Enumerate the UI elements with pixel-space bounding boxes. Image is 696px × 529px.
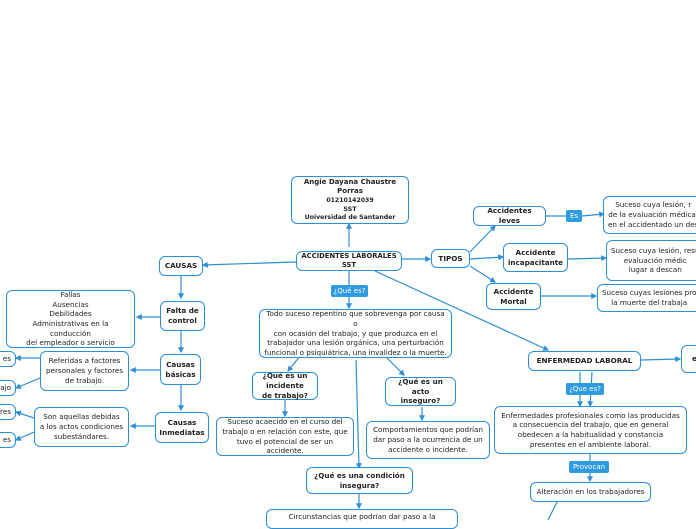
leves-desc[interactable]: Suceso cuya lesión, r de la evaluación m…: [603, 196, 696, 234]
enfermedad-laboral-node[interactable]: ENFERMEDAD LABORAL: [528, 351, 641, 371]
left-clipped-node[interactable]: es: [0, 432, 16, 448]
provocan-tag[interactable]: Provocan: [569, 461, 609, 473]
incidente-question[interactable]: ¿Qué es un incidente de trabajo?: [252, 371, 318, 400]
enfermedad-definicion[interactable]: Enfermedades profesionales como las prod…: [494, 406, 687, 454]
author-university: Universidad de Santander: [304, 213, 396, 221]
condicion-question[interactable]: ¿Qué es una condición insegura?: [306, 467, 413, 494]
left-clipped-node[interactable]: es: [0, 351, 16, 367]
causas-inmediatas-node[interactable]: Causas Inmediatas: [155, 412, 209, 443]
causas-node[interactable]: CAUSAS: [159, 256, 203, 276]
acto-answer[interactable]: Comportamientos que podrían dar paso a l…: [366, 421, 490, 459]
author-node[interactable]: Angie Dayana Chaustre Porras 01210142039…: [291, 176, 409, 224]
left-clipped-node[interactable]: ares: [0, 404, 16, 420]
causas-basicas-desc[interactable]: Referidas a factores personales y factor…: [40, 351, 129, 391]
alteracion-node[interactable]: Alteración en los trabajadores: [530, 482, 651, 502]
author-program: SST: [343, 205, 357, 214]
mortal-desc[interactable]: Suceso cuyas lesiones pro la muerte del …: [597, 284, 696, 312]
causas-basicas-node[interactable]: Causas básicas: [160, 354, 201, 385]
author-code: 01210142039: [326, 196, 374, 204]
falta-control-desc[interactable]: Fallas Ausencias Debilidades Administrat…: [6, 290, 135, 348]
incapacitante-node[interactable]: Accidente incapacitante: [503, 243, 568, 272]
es-tag[interactable]: Es: [566, 210, 582, 222]
falta-control-node[interactable]: Falta de control: [160, 301, 205, 331]
que-es-tag[interactable]: ¿Qué es?: [331, 285, 368, 297]
arrow-to-enfermedad: [374, 270, 550, 351]
causas-inmediatas-desc[interactable]: Son aquellas debidas a los actos condici…: [34, 407, 129, 447]
author-name: Angie Dayana Chaustre Porras: [303, 177, 397, 196]
tipos-node[interactable]: TIPOS: [431, 249, 470, 268]
central-topic[interactable]: ACCIDENTES LABORALES SST: [296, 251, 402, 271]
arrow-to-causas: [201, 261, 297, 268]
acto-question[interactable]: ¿Qué es un acto inseguro?: [385, 377, 456, 406]
incapacitante-desc[interactable]: Suceso cuya lesión, resu evaluación médi…: [606, 240, 696, 281]
incidente-answer[interactable]: Suceso acaecido en el curso del trabajo …: [216, 417, 354, 456]
enfermedad-que-es-tag[interactable]: ¿Que es?: [566, 383, 604, 395]
definicion-node[interactable]: Todo suceso repentino que sobrevenga por…: [259, 309, 452, 358]
enfermedad-right-node[interactable]: e: [681, 345, 696, 373]
left-clipped-node[interactable]: ajo: [0, 380, 16, 396]
mortal-node[interactable]: Accidente Mortal: [486, 283, 541, 310]
condicion-answer[interactable]: Circunstancias que podrían dar paso a la: [266, 509, 458, 529]
accidentes-leves-node[interactable]: Accidentes leves: [473, 206, 546, 226]
